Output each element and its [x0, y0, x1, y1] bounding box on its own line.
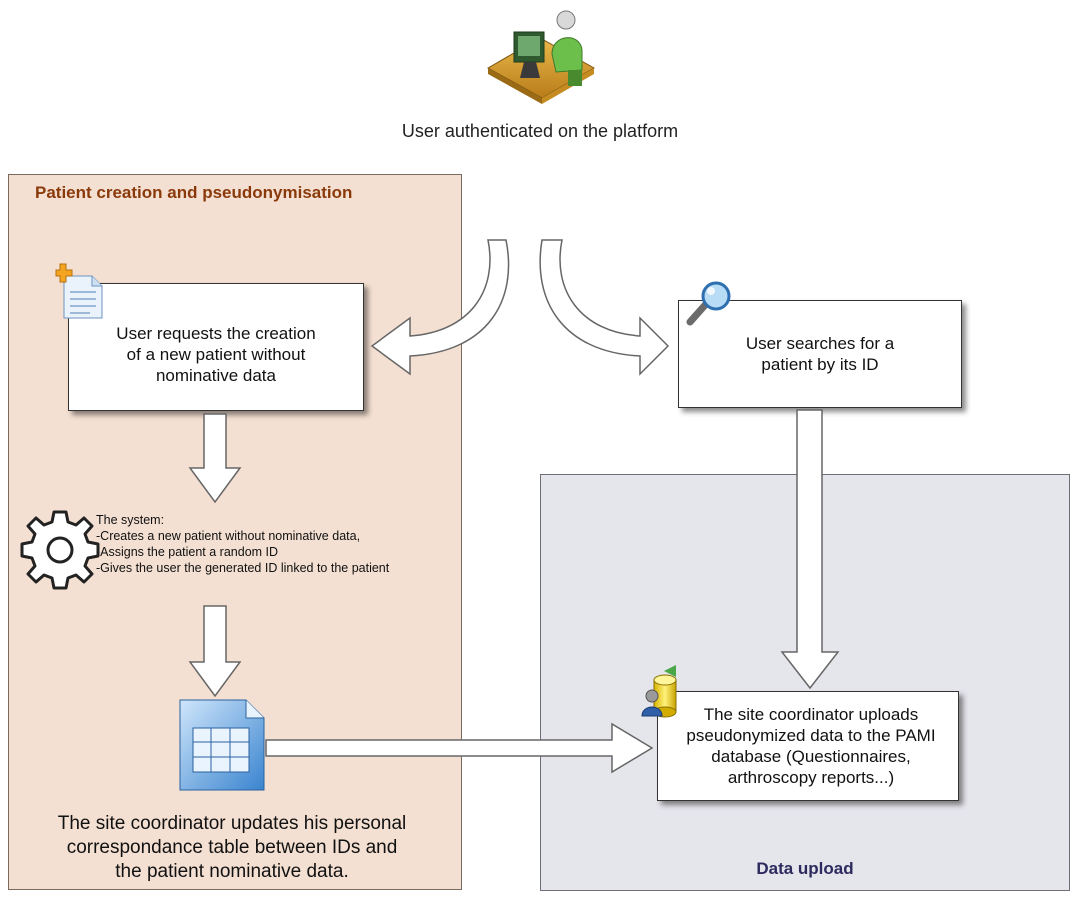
curved-arrow-to-create [370, 239, 510, 376]
search-patient-text: User searches for a patient by its ID [745, 334, 895, 374]
magnifier-icon [686, 281, 731, 326]
database-user-icon [641, 665, 677, 718]
upload-data-text: The site coordinator uploads pseudonymiz… [686, 705, 936, 787]
new-document-icon [55, 263, 103, 319]
right-arrow-table-to-upload [265, 722, 654, 774]
down-arrow-system-to-table [188, 605, 242, 698]
search-patient-box: User searches for a patient by its ID [678, 300, 962, 408]
system-actions-text: The system: -Creates a new patient witho… [96, 513, 390, 575]
upload-data-box: The site coordinator uploads pseudonymiz… [657, 691, 959, 801]
create-patient-request-text: User requests the creation of a new pati… [116, 323, 316, 385]
curved-arrow-to-search [539, 239, 670, 376]
gear-icon [20, 510, 100, 590]
spreadsheet-document-icon [179, 699, 265, 791]
data-upload-panel-title: Data upload [756, 859, 854, 878]
create-patient-request-box: User requests the creation of a new pati… [68, 283, 364, 411]
user-at-desk-icon [486, 10, 596, 104]
down-arrow-create-to-system [188, 413, 242, 504]
down-arrow-search-to-upload [780, 409, 840, 690]
patient-creation-panel-title: Patient creation and pseudonymisation [35, 183, 353, 202]
user-authenticated-caption: User authenticated on the platform [401, 121, 679, 141]
coordinator-update-text: The site coordinator updates his persona… [57, 813, 407, 882]
